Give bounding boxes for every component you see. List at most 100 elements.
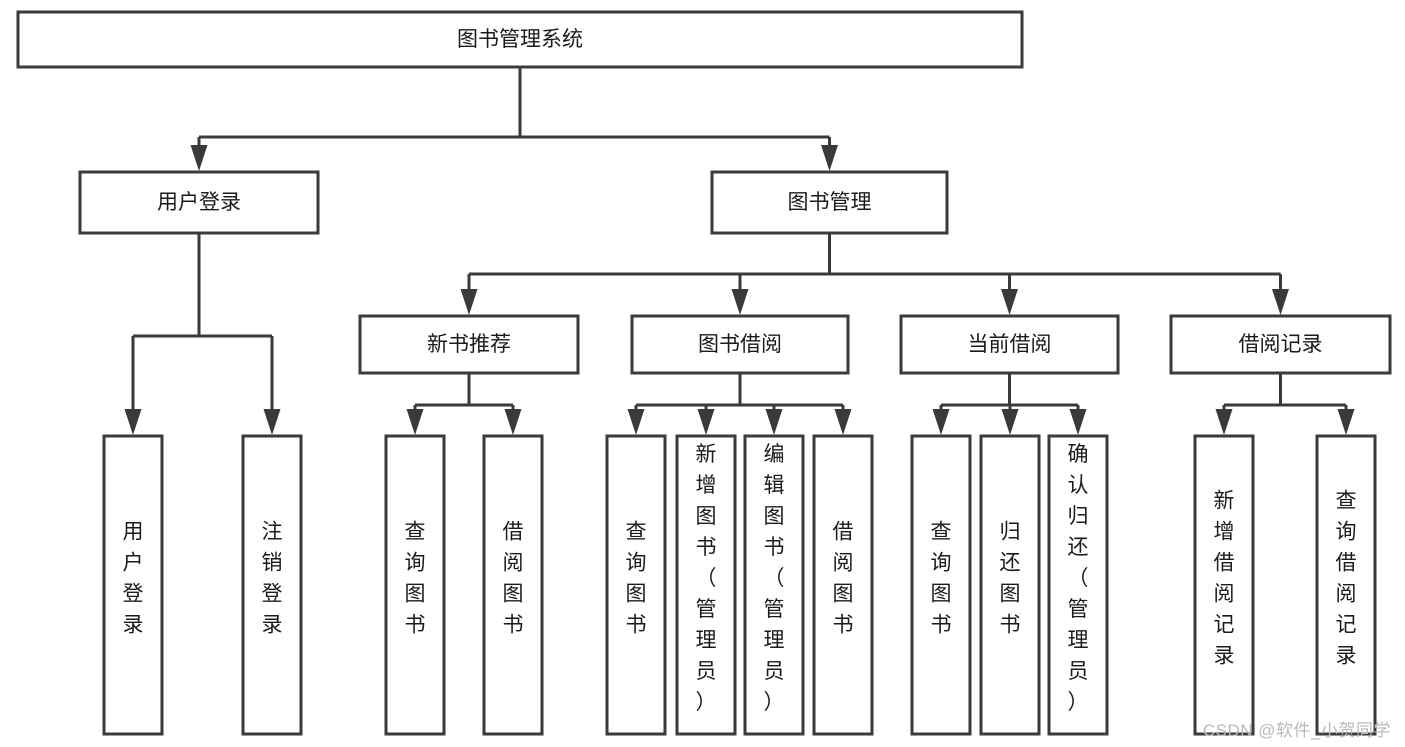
connector-group-book-manage [469, 233, 1281, 276]
node-box-leaf-borrow-book[interactable] [812, 434, 874, 736]
connector-group-new-book-rec [415, 373, 513, 407]
edge-e-bb-borrow [834, 405, 852, 435]
arrow-head-icon [190, 145, 208, 171]
node-box-leaf-query-book-borrow[interactable] [605, 434, 667, 736]
node-leaf-confirm-return[interactable]: 确认归还（管理员） [1047, 434, 1109, 736]
node-label-new-book-rec: 新书推荐 [427, 333, 511, 356]
connector-group-borrow-record [1224, 373, 1346, 407]
node-leaf-add-record[interactable]: 新增借阅记录 [1193, 434, 1255, 736]
node-label-leaf-borrow-book-rec: 借阅图书 [503, 521, 524, 637]
node-box-book-borrow[interactable] [630, 314, 850, 375]
node-root[interactable]: 图书管理系统 [16, 10, 1024, 69]
arrow-head-icon [1337, 409, 1355, 435]
node-leaf-borrow-book-rec[interactable]: 借阅图书 [482, 434, 544, 736]
node-label-leaf-query-book-rec: 查询图书 [405, 521, 426, 637]
arrow-head-icon [406, 409, 424, 435]
node-label-leaf-query-book-current: 查询图书 [931, 521, 952, 637]
node-box-leaf-add-book[interactable] [675, 434, 737, 736]
edge-e-cb-return [1001, 405, 1019, 435]
arrow-head-icon [1001, 289, 1018, 315]
node-label-leaf-add-book: 新增图书（管理员） [696, 443, 717, 714]
arrow-head-icon [697, 409, 715, 435]
node-label-leaf-query-record: 查询借阅记录 [1336, 490, 1357, 668]
node-box-new-book-rec[interactable] [358, 314, 580, 375]
edge-e-root-user-login [190, 137, 208, 171]
edge-e-cb-query [932, 405, 950, 435]
node-box-user-login[interactable] [78, 170, 320, 235]
node-box-leaf-query-book-current[interactable] [910, 434, 972, 736]
node-leaf-add-book[interactable]: 新增图书（管理员） [675, 434, 737, 736]
edge-e-bm-current-borrow [1001, 274, 1018, 315]
node-leaf-logout[interactable]: 注销登录 [241, 434, 303, 736]
node-user-login[interactable]: 用户登录 [78, 170, 320, 235]
node-leaf-query-book-borrow[interactable]: 查询图书 [605, 434, 667, 736]
node-label-root: 图书管理系统 [457, 28, 583, 51]
node-box-book-manage[interactable] [710, 170, 949, 235]
node-box-leaf-logout[interactable] [241, 434, 303, 736]
node-label-book-manage: 图书管理 [788, 191, 872, 214]
node-borrow-record[interactable]: 借阅记录 [1169, 314, 1392, 375]
connector-group-user-login [133, 233, 272, 338]
node-book-manage[interactable]: 图书管理 [710, 170, 949, 235]
node-box-leaf-confirm-return[interactable] [1047, 434, 1109, 736]
edge-e-bb-add [697, 405, 715, 435]
node-book-borrow[interactable]: 图书借阅 [630, 314, 850, 375]
node-leaf-edit-book[interactable]: 编辑图书（管理员） [743, 434, 805, 736]
node-new-book-rec[interactable]: 新书推荐 [358, 314, 580, 375]
node-label-leaf-return-book: 归还图书 [1000, 521, 1021, 637]
node-box-borrow-record[interactable] [1169, 314, 1392, 375]
arrow-head-icon [124, 409, 142, 435]
edge-e-bb-edit [765, 405, 783, 435]
node-label-leaf-query-book-borrow: 查询图书 [626, 521, 647, 637]
node-label-borrow-record: 借阅记录 [1239, 333, 1323, 356]
node-box-leaf-edit-book[interactable] [743, 434, 805, 736]
edge-e-cb-confirm [1069, 405, 1087, 435]
node-leaf-return-book[interactable]: 归还图书 [979, 434, 1041, 736]
node-label-leaf-user-login: 用户登录 [123, 521, 144, 637]
arrow-head-icon [627, 409, 645, 435]
node-box-current-borrow[interactable] [899, 314, 1120, 375]
edge-e-bm-borrow-record [1272, 274, 1289, 315]
node-box-leaf-borrow-book-rec[interactable] [482, 434, 544, 736]
arrow-head-icon [1215, 409, 1233, 435]
node-label-current-borrow: 当前借阅 [968, 333, 1052, 356]
arrow-head-icon [821, 145, 838, 171]
arrow-head-icon [504, 409, 522, 435]
arrow-head-icon [263, 409, 281, 435]
edge-e-bm-new-book-rec [460, 274, 478, 315]
node-label-leaf-add-record: 新增借阅记录 [1214, 490, 1235, 668]
arrow-head-icon [460, 289, 478, 315]
node-box-leaf-return-book[interactable] [979, 434, 1041, 736]
node-box-root[interactable] [16, 10, 1024, 69]
node-leaf-query-book-rec[interactable]: 查询图书 [384, 434, 446, 736]
node-current-borrow[interactable]: 当前借阅 [899, 314, 1120, 375]
edge-e-bb-query [627, 405, 645, 435]
node-label-book-borrow: 图书借阅 [698, 333, 782, 356]
node-label-leaf-borrow-book: 借阅图书 [833, 521, 854, 637]
node-label-leaf-edit-book: 编辑图书（管理员） [764, 443, 785, 714]
arrow-head-icon [1272, 289, 1289, 315]
node-box-leaf-query-book-rec[interactable] [384, 434, 446, 736]
connector-group-root [199, 67, 830, 139]
connector-group-current-borrow [941, 373, 1078, 407]
edge-e-br-add [1215, 405, 1233, 435]
edge-e-br-query [1337, 405, 1355, 435]
arrow-head-icon [1001, 409, 1019, 435]
node-label-leaf-logout: 注销登录 [262, 521, 283, 637]
node-box-leaf-user-login[interactable] [102, 434, 164, 736]
node-box-leaf-query-record[interactable] [1315, 434, 1377, 736]
node-leaf-query-record[interactable]: 查询借阅记录 [1315, 434, 1377, 736]
node-leaf-borrow-book[interactable]: 借阅图书 [812, 434, 874, 736]
node-leaf-user-login[interactable]: 用户登录 [102, 434, 164, 736]
edge-e-bm-book-borrow [731, 274, 749, 315]
arrow-head-icon [765, 409, 783, 435]
arrow-head-icon [932, 409, 950, 435]
arrow-head-icon [1069, 409, 1087, 435]
node-leaf-query-book-current[interactable]: 查询图书 [910, 434, 972, 736]
node-box-leaf-add-record[interactable] [1193, 434, 1255, 736]
node-layer: 图书管理系统用户登录图书管理新书推荐图书借阅当前借阅借阅记录用户登录注销登录查询… [16, 10, 1392, 736]
connector-group-book-borrow [636, 373, 843, 407]
edge-e-nbr-query [406, 405, 424, 435]
edge-e-root-book-manage [821, 137, 838, 171]
